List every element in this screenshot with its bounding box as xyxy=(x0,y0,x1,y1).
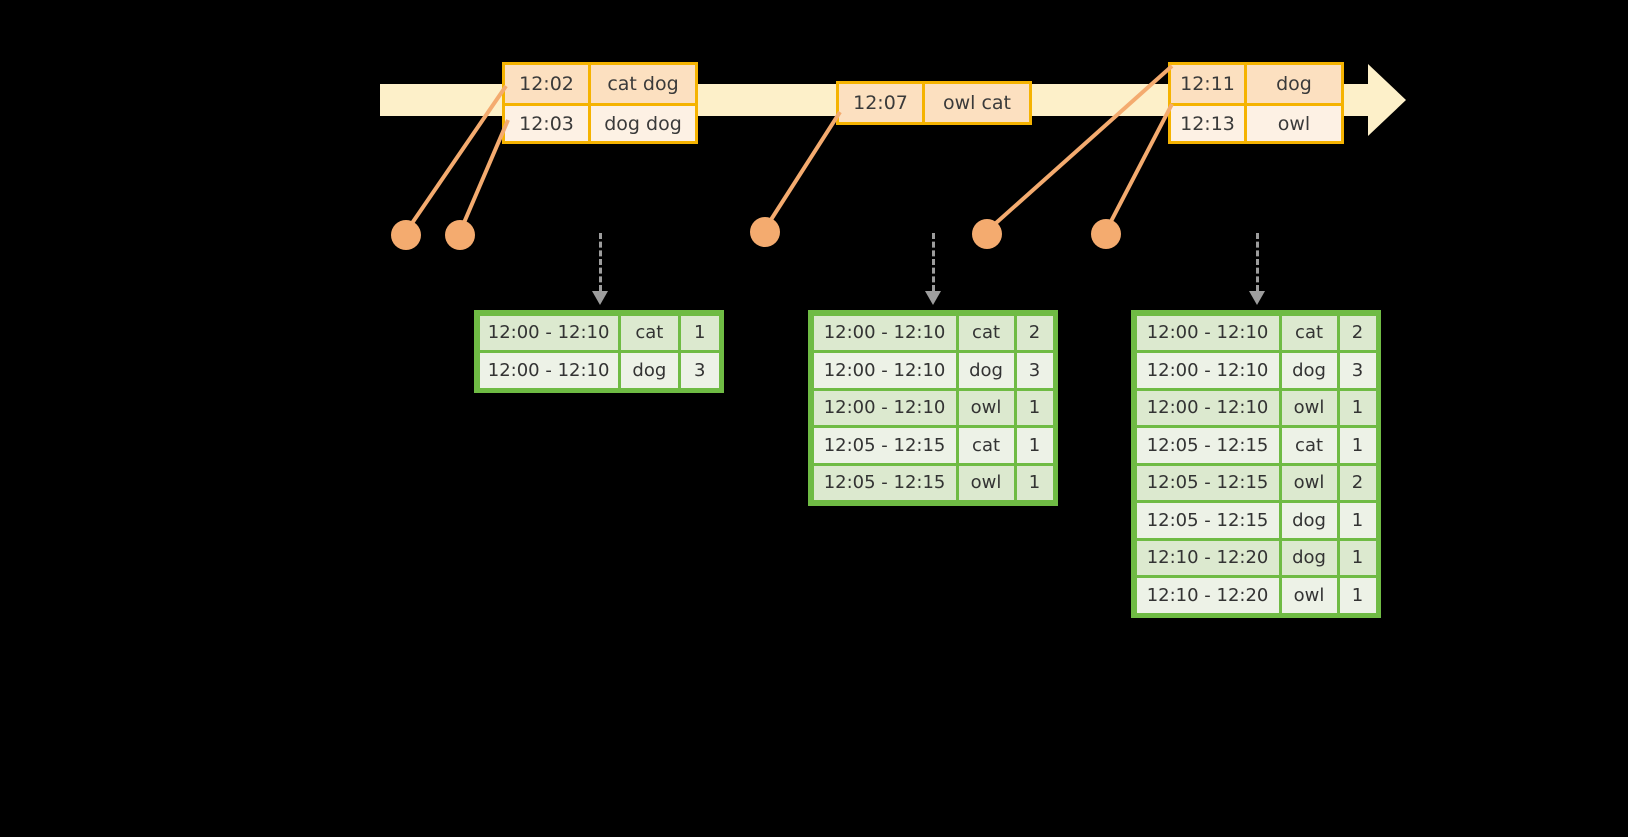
connector-line-5 xyxy=(1104,103,1174,232)
count-cell: 1 xyxy=(1016,428,1053,463)
window-cell: 12:00 - 12:10 xyxy=(479,315,618,350)
event-time: 12:02 xyxy=(505,65,591,103)
count-cell: 1 xyxy=(1339,578,1376,613)
event-time: 12:11 xyxy=(1171,65,1247,103)
connector-line-3 xyxy=(763,110,842,231)
word-cell: dog xyxy=(620,353,678,388)
count-cell: 2 xyxy=(1339,465,1376,500)
count-cell: 1 xyxy=(1016,465,1053,500)
window-cell: 12:00 - 12:10 xyxy=(813,353,956,388)
event-row: 12:11 dog xyxy=(1171,65,1341,103)
count-cell: 1 xyxy=(680,315,719,350)
event-time: 12:03 xyxy=(505,106,591,141)
word-cell: owl xyxy=(958,465,1014,500)
window-cell: 12:05 - 12:15 xyxy=(1136,465,1279,500)
word-cell: cat xyxy=(1281,428,1337,463)
event-value: dog dog xyxy=(591,106,695,141)
window-cell: 12:00 - 12:10 xyxy=(1136,315,1279,350)
word-cell: owl xyxy=(1281,390,1337,425)
event-box-group-3[interactable]: 12:11 dog 12:13 owl xyxy=(1168,62,1344,144)
word-cell: cat xyxy=(958,428,1014,463)
count-cell: 3 xyxy=(1339,353,1376,388)
word-cell: cat xyxy=(958,315,1014,350)
event-marker-4[interactable] xyxy=(972,219,1002,249)
event-time: 12:07 xyxy=(839,84,925,122)
count-cell: 2 xyxy=(1339,315,1376,350)
window-cell: 12:00 - 12:10 xyxy=(813,315,956,350)
word-cell: dog xyxy=(1281,353,1337,388)
window-cell: 12:00 - 12:10 xyxy=(1136,353,1279,388)
word-cell: owl xyxy=(1281,465,1337,500)
count-cell: 2 xyxy=(1016,315,1053,350)
event-row: 12:13 owl xyxy=(1171,103,1341,141)
window-cell: 12:05 - 12:15 xyxy=(813,428,956,463)
event-value: dog xyxy=(1247,65,1341,103)
event-marker-2[interactable] xyxy=(445,220,475,250)
window-cell: 12:05 - 12:15 xyxy=(1136,428,1279,463)
count-cell: 3 xyxy=(680,353,719,388)
window-cell: 12:00 - 12:10 xyxy=(479,353,618,388)
window-cell: 12:00 - 12:10 xyxy=(813,390,956,425)
count-cell: 1 xyxy=(1339,540,1376,575)
event-box-group-1[interactable]: 12:02 cat dog 12:03 dog dog xyxy=(502,62,698,144)
event-row: 12:02 cat dog xyxy=(505,65,695,103)
event-time: 12:13 xyxy=(1171,106,1247,141)
event-value: cat dog xyxy=(591,65,695,103)
window-cell: 12:10 - 12:20 xyxy=(1136,540,1279,575)
count-cell: 1 xyxy=(1339,428,1376,463)
window-cell: 12:00 - 12:10 xyxy=(1136,390,1279,425)
word-cell: cat xyxy=(620,315,678,350)
event-marker-5[interactable] xyxy=(1091,219,1121,249)
event-marker-1[interactable] xyxy=(391,220,421,250)
event-value: owl xyxy=(1247,106,1341,141)
window-cell: 12:10 - 12:20 xyxy=(1136,578,1279,613)
event-marker-3[interactable] xyxy=(750,217,780,247)
word-cell: owl xyxy=(958,390,1014,425)
word-cell: dog xyxy=(958,353,1014,388)
word-cell: cat xyxy=(1281,315,1337,350)
event-value: owl cat xyxy=(925,84,1029,122)
connector-line-2 xyxy=(458,119,510,233)
word-cell: dog xyxy=(1281,503,1337,538)
word-cell: dog xyxy=(1281,540,1337,575)
count-cell: 1 xyxy=(1339,390,1376,425)
event-row: 12:07 owl cat xyxy=(839,84,1029,122)
count-cell: 1 xyxy=(1016,390,1053,425)
count-cell: 3 xyxy=(1016,353,1053,388)
window-cell: 12:05 - 12:15 xyxy=(1136,503,1279,538)
count-cell: 1 xyxy=(1339,503,1376,538)
window-cell: 12:05 - 12:15 xyxy=(813,465,956,500)
event-row: 12:03 dog dog xyxy=(505,103,695,141)
timeline-arrowhead-icon xyxy=(1368,64,1406,136)
event-box-group-2[interactable]: 12:07 owl cat xyxy=(836,81,1032,125)
word-cell: owl xyxy=(1281,578,1337,613)
